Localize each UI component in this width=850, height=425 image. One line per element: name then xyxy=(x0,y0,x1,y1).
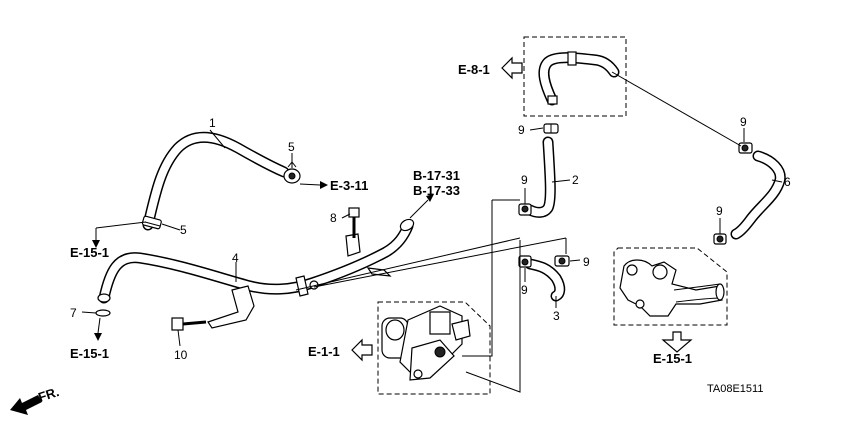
water-outlet-group-box xyxy=(613,247,728,326)
bypass-valve-assembly xyxy=(381,305,471,381)
bolt-8 xyxy=(348,207,360,238)
front-label: FR. xyxy=(36,384,61,405)
callout-7: 7 xyxy=(70,306,77,320)
callout-9-hose-3-right: 9 xyxy=(583,255,590,269)
clamp-9-hose-3-left xyxy=(518,255,532,268)
arrow-e-1-1 xyxy=(351,338,373,362)
ref-e-15-1-left: E-15-1 xyxy=(70,245,109,260)
clamp-9-hose-2-top xyxy=(543,123,559,134)
clamp-9-hose-2-bottom xyxy=(518,203,532,216)
ref-b-17-33: B-17-33 xyxy=(413,183,460,198)
clamp-9-hose-3-right xyxy=(554,255,570,267)
callout-9-hose-2-top: 9 xyxy=(518,123,525,137)
upper-hose xyxy=(538,51,620,106)
pipe-4 xyxy=(97,218,415,304)
clamp-5-lower xyxy=(141,215,162,230)
callout-4: 4 xyxy=(232,251,239,265)
water-outlet-housing xyxy=(619,259,725,317)
front-direction-arrow xyxy=(10,395,42,415)
ref-b-17-31: B-17-31 xyxy=(413,168,460,183)
arrow-e-3-11 xyxy=(320,181,328,189)
callout-8: 8 xyxy=(330,211,337,225)
ref-e-15-1-bottom: E-15-1 xyxy=(70,346,109,361)
callout-9-hose-6-top: 9 xyxy=(740,115,747,129)
arrow-e-15-1-right xyxy=(661,331,693,353)
callout-9-hose-2-bottom: 9 xyxy=(521,173,528,187)
arrow-e-15-1-bottom xyxy=(94,333,102,341)
arrow-e-8-1 xyxy=(501,56,523,80)
bypass-valve-group-box xyxy=(377,301,491,395)
callout-10: 10 xyxy=(174,348,188,362)
arrow-e-15-1-left xyxy=(92,240,100,248)
diagram-code: TA08E1511 xyxy=(707,383,763,395)
callout-5-lower: 5 xyxy=(180,223,187,237)
arrow-b-17 xyxy=(426,194,434,202)
ref-e-3-11: E-3-11 xyxy=(330,178,368,193)
callout-6: 6 xyxy=(784,175,791,189)
upper-hose-group-box xyxy=(523,36,627,117)
clamp-5-upper xyxy=(283,161,301,184)
hose-2 xyxy=(524,136,556,218)
leader-lines xyxy=(81,71,783,393)
o-ring-7 xyxy=(95,309,111,317)
clamp-9-hose-6-bottom xyxy=(713,233,727,245)
ref-e-1-1: E-1-1 xyxy=(308,344,340,359)
pipe-bracket-upper xyxy=(345,233,392,277)
clamp-9-hose-6-top xyxy=(738,142,753,154)
bolt-10 xyxy=(171,317,207,331)
ref-e-8-1: E-8-1 xyxy=(458,62,490,77)
callout-3: 3 xyxy=(553,309,560,323)
callout-9-hose-3-left: 9 xyxy=(521,283,528,297)
callout-1: 1 xyxy=(209,116,216,130)
hose-6 xyxy=(730,150,786,240)
callout-5-upper: 5 xyxy=(288,140,295,154)
hose-3 xyxy=(524,258,566,302)
ref-e-15-1-right: E-15-1 xyxy=(653,351,692,366)
hose-1 xyxy=(142,131,290,231)
callout-2: 2 xyxy=(572,173,579,187)
callout-9-hose-6-bottom: 9 xyxy=(716,204,723,218)
